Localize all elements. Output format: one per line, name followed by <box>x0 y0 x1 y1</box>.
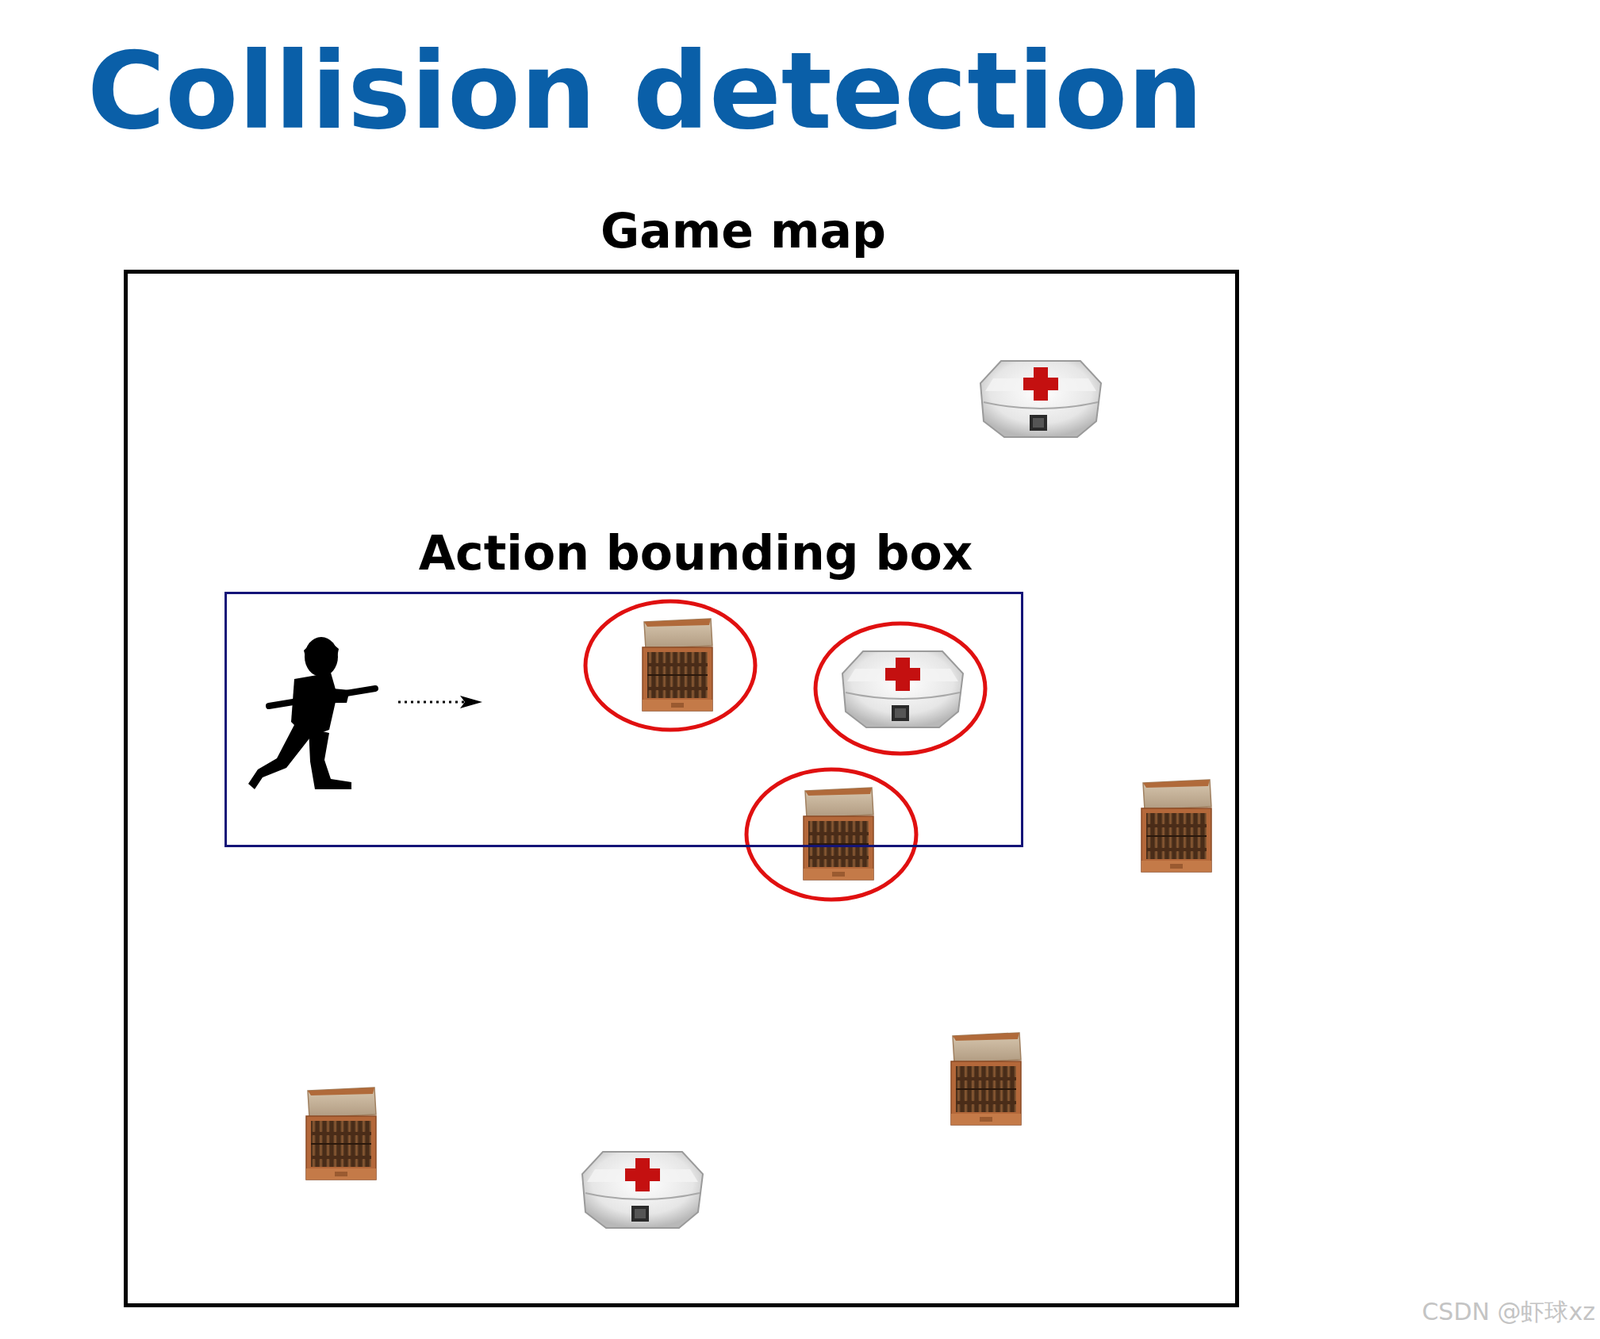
collision-circle <box>815 623 986 754</box>
region-label: Action bounding box <box>418 525 974 581</box>
medkit-icon <box>980 360 1102 438</box>
watermark: CSDN @虾球xz <box>1421 1296 1596 1329</box>
ammo-box-icon <box>642 618 713 711</box>
ammo-box-icon <box>951 1032 1021 1125</box>
page-title: Collision detection <box>87 30 1204 153</box>
region-label: Game map <box>600 203 887 259</box>
ammo-box-icon <box>306 1087 377 1180</box>
medkit-icon <box>842 651 964 728</box>
collision-circle <box>746 769 917 900</box>
motion-arrow <box>398 695 483 709</box>
ammo-box-icon <box>1141 779 1212 872</box>
collision-circle <box>585 601 756 730</box>
soldier-silhouette <box>248 636 376 790</box>
game-map-region: Game mapAction bounding box <box>123 269 1240 1308</box>
action-bounding-box: Action bounding box <box>224 591 1024 848</box>
medkit-icon <box>582 1151 703 1228</box>
ammo-box-icon <box>803 787 874 880</box>
